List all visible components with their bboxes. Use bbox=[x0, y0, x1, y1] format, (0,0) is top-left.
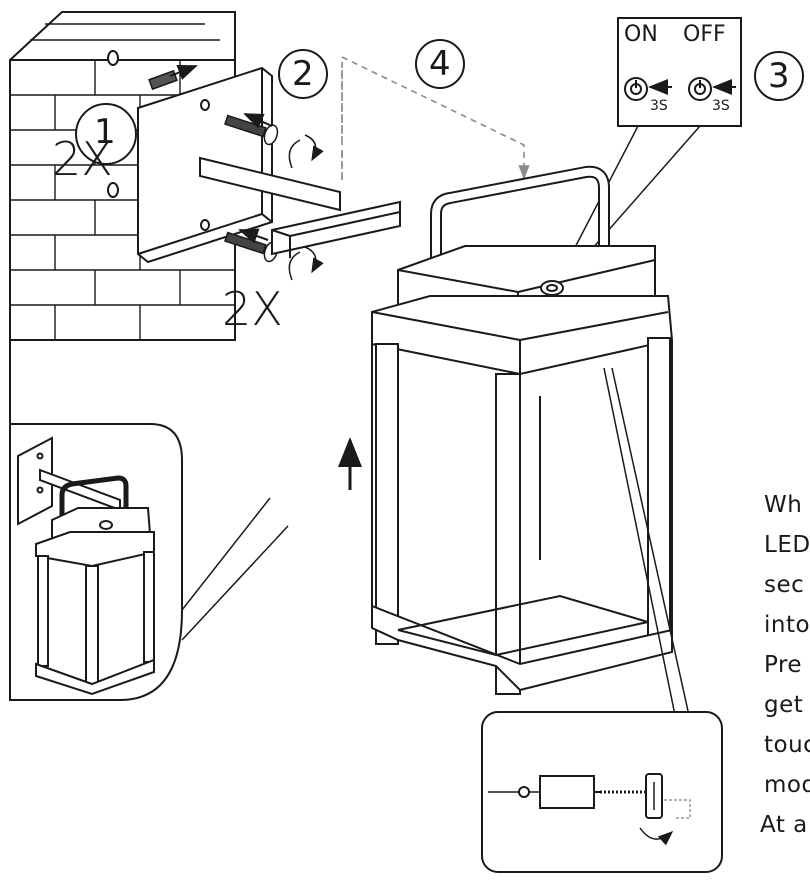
note-line: Wh bbox=[764, 492, 803, 518]
step-3-label: 3 bbox=[768, 56, 790, 96]
lantern bbox=[371, 165, 674, 695]
step-circles bbox=[75, 39, 804, 165]
charging-inset bbox=[481, 711, 723, 873]
off-hold-time: 3S bbox=[712, 98, 730, 114]
wall-plugs-quantity: 2X bbox=[52, 132, 113, 186]
note-line: mod bbox=[764, 772, 810, 798]
note-line: get bbox=[764, 692, 804, 718]
installed-inset bbox=[9, 423, 183, 701]
bracket-arm bbox=[199, 156, 401, 258]
screws-quantity: 2X bbox=[222, 282, 283, 336]
on-label: ON bbox=[624, 22, 658, 47]
step-4-circle bbox=[415, 39, 465, 89]
power-button-off-icon bbox=[688, 77, 712, 101]
power-button-on-icon bbox=[624, 77, 648, 101]
step-1-circle bbox=[75, 103, 137, 165]
wall-plug-icon bbox=[148, 64, 198, 91]
note-line: Pre bbox=[764, 652, 803, 678]
note-line: touc bbox=[764, 732, 810, 758]
off-label: OFF bbox=[683, 22, 726, 47]
step-4-label: 4 bbox=[429, 44, 451, 84]
step-2-label: 2 bbox=[292, 54, 314, 94]
step-2-circle bbox=[278, 49, 328, 99]
note-line: At a bbox=[760, 812, 808, 838]
note-line: LED bbox=[764, 532, 810, 558]
step-1-label: 1 bbox=[94, 112, 116, 152]
screw-icon bbox=[224, 113, 324, 169]
note-line: into bbox=[764, 612, 810, 638]
note-line: sec bbox=[764, 572, 805, 598]
on-hold-time: 3S bbox=[650, 98, 668, 114]
step-3-circle bbox=[754, 51, 804, 101]
switch-box bbox=[617, 17, 742, 127]
hang-path-dashed bbox=[341, 55, 530, 180]
